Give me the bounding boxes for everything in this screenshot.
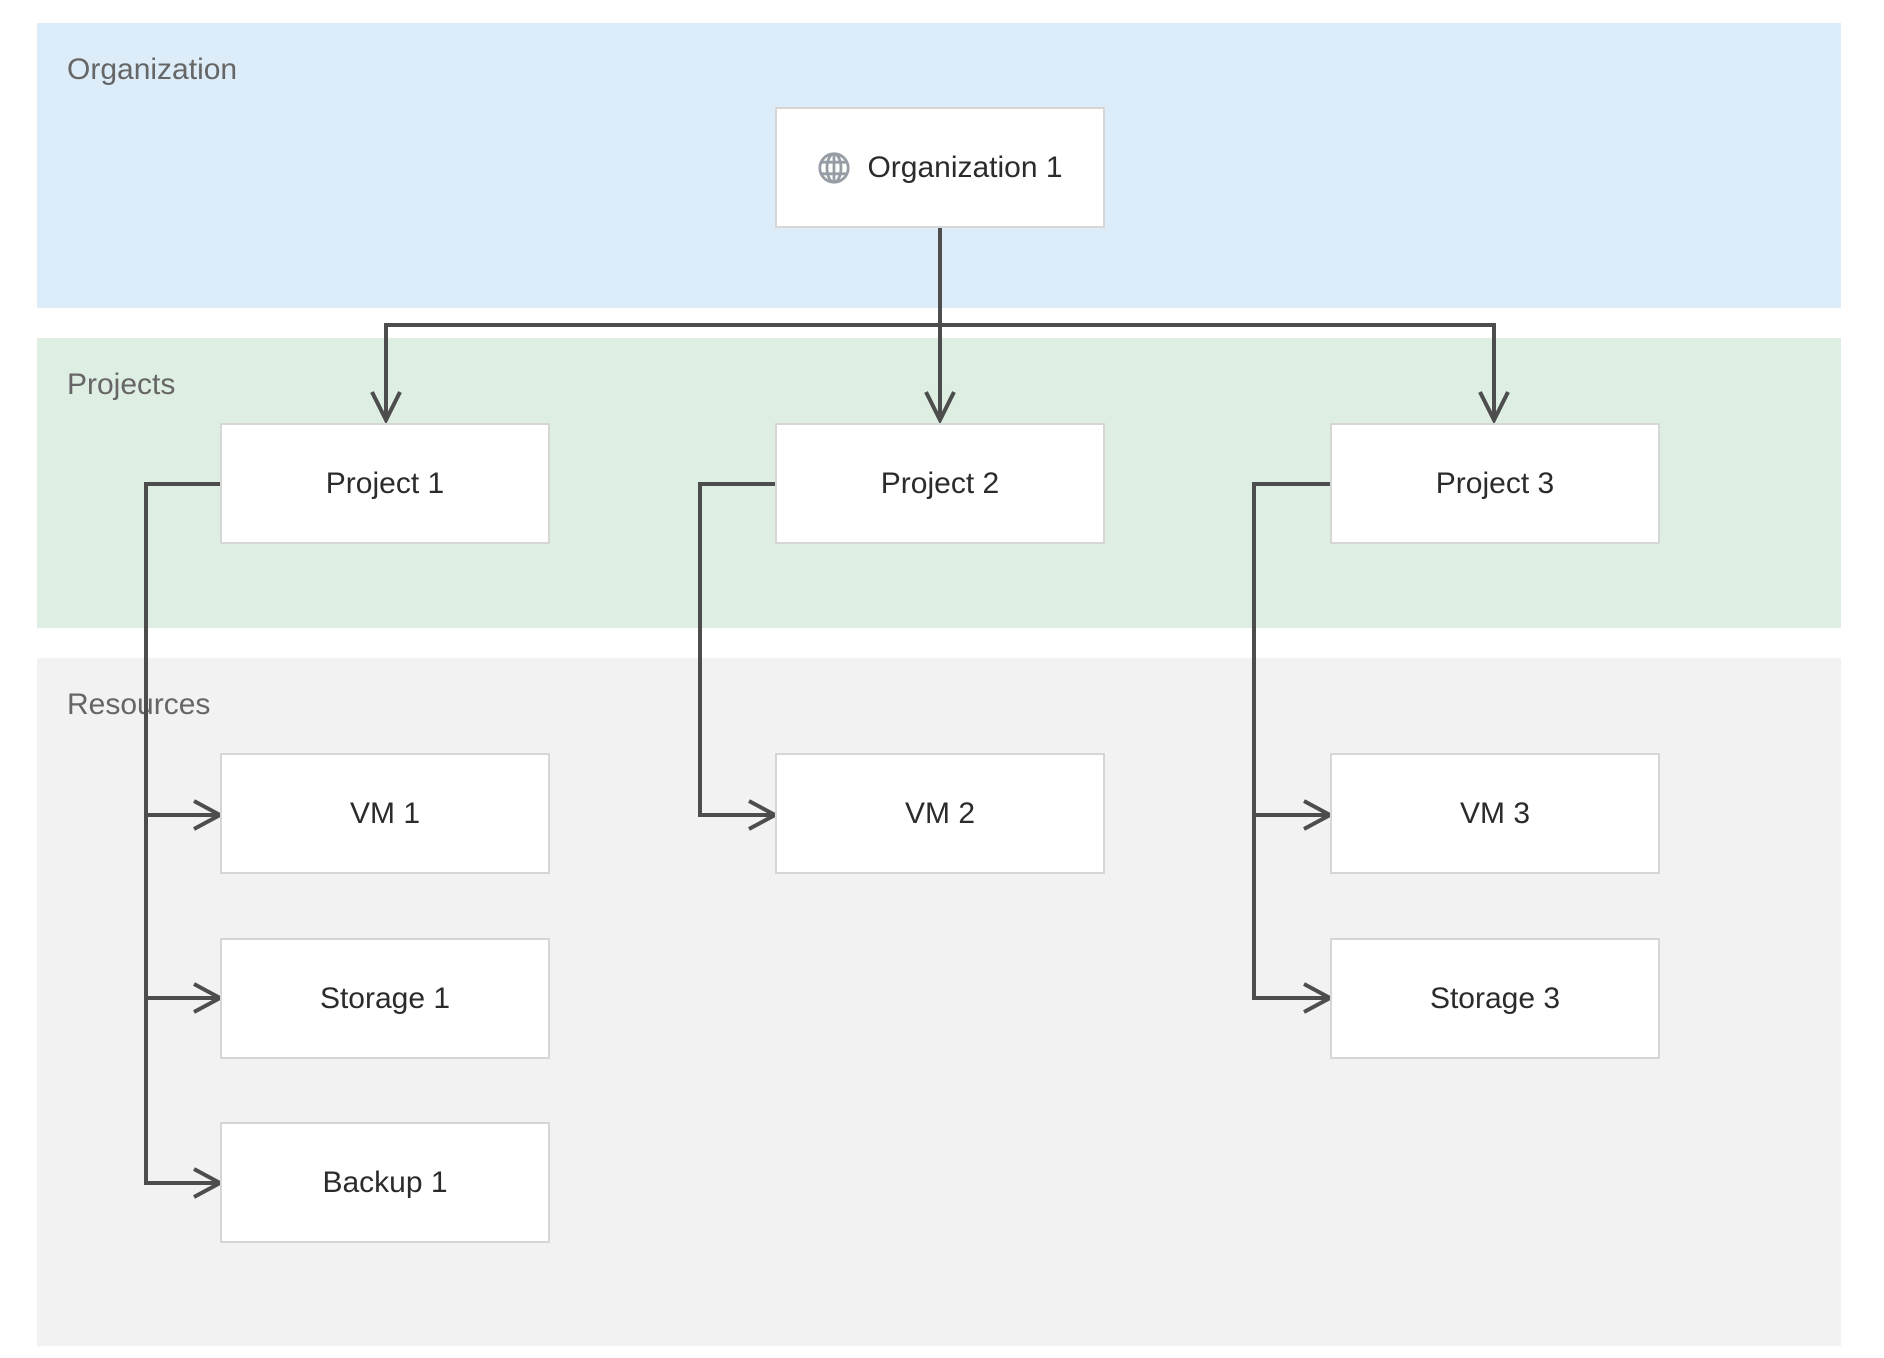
storage1-node: Storage 1 — [220, 938, 550, 1059]
globe-icon — [818, 151, 851, 184]
org1-label: Organization 1 — [867, 150, 1063, 184]
vm1-node: VM 1 — [220, 753, 550, 874]
backup1-node: Backup 1 — [220, 1122, 550, 1243]
storage1-label: Storage 1 — [319, 981, 451, 1015]
storage3-node: Storage 3 — [1330, 938, 1660, 1059]
organization-band-label: Organization — [67, 53, 238, 86]
backup1-label: Backup 1 — [322, 1165, 448, 1199]
project2-label: Project 2 — [880, 466, 1000, 500]
vm1-label: VM 1 — [349, 796, 421, 830]
project1-node: Project 1 — [220, 423, 550, 544]
project3-label: Project 3 — [1435, 466, 1555, 500]
vm2-node: VM 2 — [775, 753, 1105, 874]
storage3-label: Storage 3 — [1429, 981, 1561, 1015]
project2-node: Project 2 — [775, 423, 1105, 544]
vm3-label: VM 3 — [1459, 796, 1531, 830]
vm2-label: VM 2 — [904, 796, 976, 830]
project1-label: Project 1 — [325, 466, 445, 500]
vm3-node: VM 3 — [1330, 753, 1660, 874]
resources-band-label: Resources — [67, 688, 211, 721]
project3-node: Project 3 — [1330, 423, 1660, 544]
projects-band-label: Projects — [67, 368, 176, 401]
org1-node: Organization 1 — [775, 107, 1105, 228]
